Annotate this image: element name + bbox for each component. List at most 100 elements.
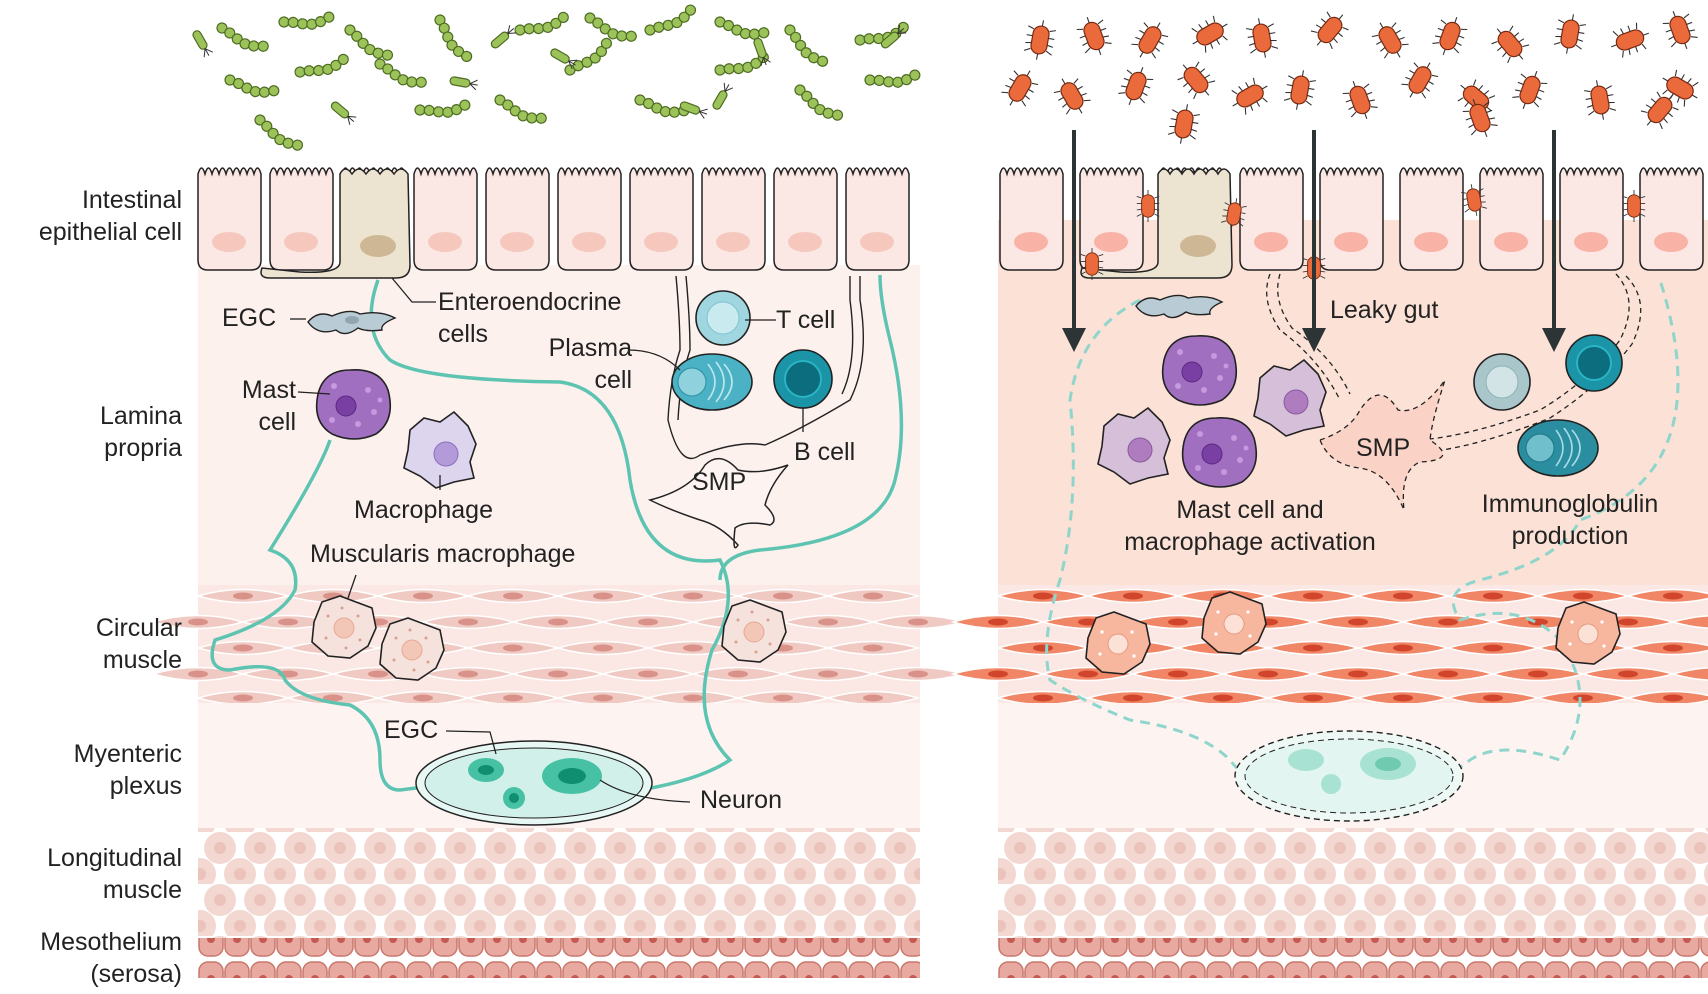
pathogenic-bacterium bbox=[1171, 55, 1221, 105]
inflamed-smp-cell bbox=[1319, 379, 1446, 511]
label-mast-activation-line1: Mast cell and bbox=[1176, 496, 1324, 524]
pathogenic-bacterium bbox=[1073, 11, 1115, 61]
disrupted-myenteric-ganglion bbox=[1234, 730, 1464, 822]
healthy-mesothelium bbox=[198, 938, 920, 978]
label-longitudinal-line1: Longitudinal bbox=[47, 844, 182, 872]
commensal-bacterium bbox=[413, 95, 472, 124]
diseased-panel bbox=[952, 5, 1708, 978]
commensal-bacterium bbox=[277, 7, 336, 36]
label-muscularis-macrophage: Muscularis macrophage bbox=[310, 540, 576, 568]
label-plasma-line1: Plasma bbox=[548, 334, 632, 362]
epithelial-cell bbox=[413, 167, 478, 271]
pathogenic-bacterium bbox=[1225, 73, 1275, 119]
plasma-cell bbox=[671, 353, 753, 411]
label-epithelium-line2: epithelial cell bbox=[38, 218, 182, 246]
label-enteroendocrine-line1: Enteroendocrine bbox=[438, 288, 622, 316]
epithelial-cell bbox=[485, 167, 550, 271]
epithelial-cell bbox=[773, 167, 838, 271]
pathogenic-bacterium bbox=[1185, 11, 1235, 57]
pathogenic-bacterium bbox=[1659, 5, 1701, 55]
pathogenic-bacterium bbox=[1282, 67, 1318, 113]
label-epithelium-line1: Intestinal bbox=[81, 186, 182, 214]
pathogenic-bacterium bbox=[1552, 11, 1588, 57]
epithelial-cell bbox=[999, 167, 1064, 271]
pathogenic-bacterium bbox=[1166, 101, 1202, 147]
commensal-bacterium bbox=[512, 7, 572, 44]
b-cell bbox=[773, 349, 833, 409]
commensal-bacterium bbox=[642, 0, 700, 44]
immune-cell-dark bbox=[1565, 334, 1623, 392]
t-cell bbox=[695, 290, 751, 346]
pathogenic-bacterium bbox=[1582, 77, 1618, 123]
label-plasma-cell: Plasma cell bbox=[538, 332, 632, 396]
commensal-bacterium bbox=[712, 15, 771, 44]
label-circular-line2: muscle bbox=[102, 646, 182, 674]
commensal-bacterium bbox=[777, 22, 833, 72]
label-mast-cell: Mast cell bbox=[222, 374, 296, 438]
pathogenic-bacterium bbox=[1022, 17, 1058, 63]
immune-cell-light bbox=[1473, 353, 1531, 411]
diseased-mesothelium bbox=[998, 938, 1708, 978]
epithelial-cell bbox=[557, 167, 622, 271]
label-mast-activation: Mast cell and macrophage activation bbox=[1080, 494, 1420, 558]
label-smp: SMP bbox=[692, 468, 747, 496]
epithelial-cell bbox=[701, 167, 766, 271]
label-b-cell: B cell bbox=[794, 438, 856, 466]
commensal-bacterium bbox=[426, 12, 477, 67]
label-myenteric-plexus: Myenteric plexus bbox=[0, 738, 182, 802]
commensal-bacterium bbox=[490, 92, 550, 129]
pathogenic-bacterium bbox=[1509, 65, 1551, 115]
diseased-epithelium bbox=[999, 167, 1704, 271]
label-myenteric-line1: Myenteric bbox=[73, 740, 182, 768]
epithelial-cell bbox=[1239, 167, 1304, 271]
label-circular-muscle: Circular muscle bbox=[0, 612, 182, 676]
label-macrophage: Macrophage bbox=[354, 496, 493, 524]
label-lamina-line2: propria bbox=[104, 434, 182, 462]
label-neuron: Neuron bbox=[700, 786, 782, 814]
label-immunoglobulin: Immunoglobulin production bbox=[1440, 488, 1700, 552]
commensal-bacterium bbox=[863, 65, 922, 94]
label-myenteric-line2: plexus bbox=[109, 772, 182, 800]
pathogenic-bacterium bbox=[1367, 15, 1413, 65]
label-egc-plexus: EGC bbox=[384, 716, 439, 744]
commensal-bacterium bbox=[212, 20, 272, 57]
label-epithelium: Intestinal epithelial cell bbox=[0, 184, 182, 248]
epithelial-cell bbox=[1399, 167, 1464, 271]
commensal-bacterium bbox=[789, 82, 847, 126]
diseased-longitudinal-muscle bbox=[998, 828, 1708, 938]
label-t-cell: T cell bbox=[776, 306, 836, 334]
pathogenic-bacterium bbox=[1127, 15, 1173, 65]
label-mesothelium-line1: Mesothelium bbox=[40, 928, 182, 956]
epithelial-cell bbox=[1319, 167, 1384, 271]
label-egc-top: EGC bbox=[222, 304, 277, 332]
healthy-panel bbox=[152, 0, 964, 978]
label-mesothelium-line2: (serosa) bbox=[90, 960, 182, 988]
label-smp-inflamed: SMP bbox=[1356, 434, 1411, 462]
activated-mast-cell-1 bbox=[1161, 335, 1238, 406]
epithelial-cell bbox=[1639, 167, 1704, 271]
pathogenic-bacterium bbox=[1244, 15, 1280, 61]
commensal-bacterium bbox=[852, 17, 912, 54]
epithelial-cell bbox=[1559, 167, 1624, 271]
healthy-epithelium bbox=[197, 167, 910, 271]
label-leaky-gut: Leaky gut bbox=[1330, 296, 1439, 324]
healthy-circular-muscle bbox=[152, 585, 964, 706]
label-circular-line1: Circular bbox=[95, 614, 182, 642]
mast-cell bbox=[315, 369, 392, 440]
pathogenic-bacterium bbox=[1305, 5, 1355, 55]
label-enteroendocrine: Enteroendocrine cells bbox=[438, 286, 621, 350]
label-immunoglobulin-line1: Immunoglobulin bbox=[1481, 490, 1659, 518]
pathogenic-bacterium bbox=[1485, 19, 1535, 69]
pathogenic-bacterium bbox=[1605, 19, 1655, 61]
epithelial-cell bbox=[845, 167, 910, 271]
commensal-bacterium bbox=[222, 73, 281, 102]
pathogenic-bacterium bbox=[997, 63, 1043, 113]
pathogenic-bacterium bbox=[1339, 75, 1381, 125]
commensal-bacteria bbox=[190, 0, 922, 156]
pathogenic-bacterium bbox=[1115, 61, 1157, 111]
commensal-rod bbox=[448, 74, 480, 91]
commensal-bacterium bbox=[249, 112, 307, 156]
epithelial-cell bbox=[269, 167, 334, 271]
